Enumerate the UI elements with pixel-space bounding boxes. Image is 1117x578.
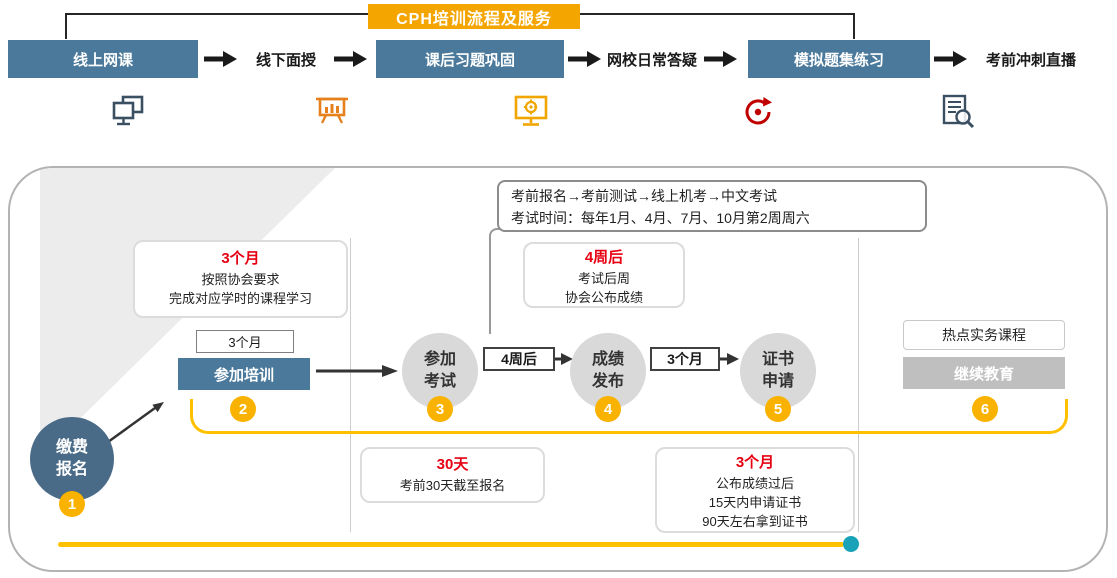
presentation-chart-icon: [316, 97, 348, 124]
step-pay-register: 缴费 报名: [30, 417, 114, 501]
arrow-right-icon: [568, 51, 601, 67]
step-label: 考试: [423, 373, 456, 390]
monitor-gear-icon: [514, 95, 548, 126]
timeline-bracket: [190, 399, 1068, 434]
arrow-right-icon: [551, 353, 573, 365]
callout-result-timing: 4周后 考试后周 协会公布成绩: [523, 242, 685, 308]
step-label: 成绩: [591, 351, 624, 368]
document-search-icon: [942, 94, 975, 129]
flow-step-offline-class: 线下面授: [255, 51, 316, 69]
callout-highlight: 30天: [436, 456, 469, 473]
devices-icon: [112, 95, 144, 126]
arrow-right-icon: [704, 51, 737, 67]
step-label: 发布: [591, 373, 624, 390]
arrow-right-icon: [717, 353, 739, 365]
arrow-right-icon: [316, 365, 398, 377]
arrow-right-icon: [334, 51, 367, 67]
callout-highlight: 3个月: [221, 250, 260, 267]
step-number-badge: 6: [972, 396, 998, 422]
callout-line: 公布成绩过后: [715, 476, 794, 491]
callout-signup-deadline: 30天 考前30天截至报名: [360, 447, 545, 503]
step-label: 证书: [761, 351, 794, 368]
arrow-diagonal-icon: [107, 402, 164, 444]
hot-practical-course-box: 热点实务课程: [903, 320, 1065, 350]
step-label: 缴费: [55, 439, 88, 456]
step-join-training: 参加培训: [178, 358, 310, 390]
arrow-right-icon: [934, 51, 967, 67]
step-label: 报名: [55, 461, 88, 478]
exam-info-line2: 考试时间：每年1月、4月、7月、10月第2周周六: [511, 210, 810, 226]
callout-line: 90天左右拿到证书: [702, 514, 808, 529]
training-duration-pill: 3个月: [196, 330, 294, 353]
flow-step-live-sprint: 考前冲刺直播: [985, 51, 1076, 69]
step-number-badge: 4: [595, 396, 621, 422]
step-label: 参加: [423, 351, 456, 368]
step-continuing-education: 继续教育: [903, 357, 1065, 389]
exam-info-connector-line: [489, 228, 501, 334]
callout-line: 考前30天截至报名: [399, 478, 506, 493]
callout-certificate-timing: 3个月 公布成绩过后 15天内申请证书 90天左右拿到证书: [655, 447, 855, 533]
page-title: CPH培训流程及服务: [368, 4, 580, 29]
flow-step-exercise-review: 课后习题巩固: [376, 40, 564, 78]
refresh-circle-icon: [745, 97, 772, 125]
step-label: 申请: [761, 373, 794, 390]
gap-pill-three-months: 3个月: [650, 347, 720, 371]
callout-line: 15天内申请证书: [708, 495, 802, 510]
gap-pill-four-weeks: 4周后: [483, 347, 555, 371]
arrow-right-icon: [204, 51, 237, 67]
section-divider: [858, 238, 859, 532]
step-number-badge: 2: [230, 396, 256, 422]
callout-line: 考试后周: [577, 271, 630, 286]
step-number-badge: 5: [765, 396, 791, 422]
teal-dot: [843, 536, 859, 552]
flow-step-daily-qa: 网校日常答疑: [606, 51, 697, 69]
callout-training-duration: 3个月 按照协会要求 完成对应学时的课程学习: [133, 240, 348, 318]
flow-step-mock-exams: 模拟题集练习: [748, 40, 930, 78]
callout-line: 按照协会要求: [201, 272, 280, 287]
exam-info-box: 考前报名→考前测试→线上机考→中文考试 考试时间：每年1月、4月、7月、10月第…: [497, 180, 927, 232]
callout-line: 完成对应学时的课程学习: [168, 291, 312, 306]
bottom-accent-line: [58, 542, 844, 547]
step-number-badge: 1: [59, 491, 85, 517]
callout-highlight: 4周后: [584, 249, 624, 266]
step-number-badge: 3: [427, 396, 453, 422]
flow-step-online-course: 线上网课: [8, 40, 198, 78]
callout-line: 协会公布成绩: [564, 290, 643, 305]
section-divider: [350, 238, 351, 532]
exam-info-line1: 考前报名→考前测试→线上机考→中文考试: [511, 188, 777, 204]
callout-highlight: 3个月: [735, 454, 775, 471]
